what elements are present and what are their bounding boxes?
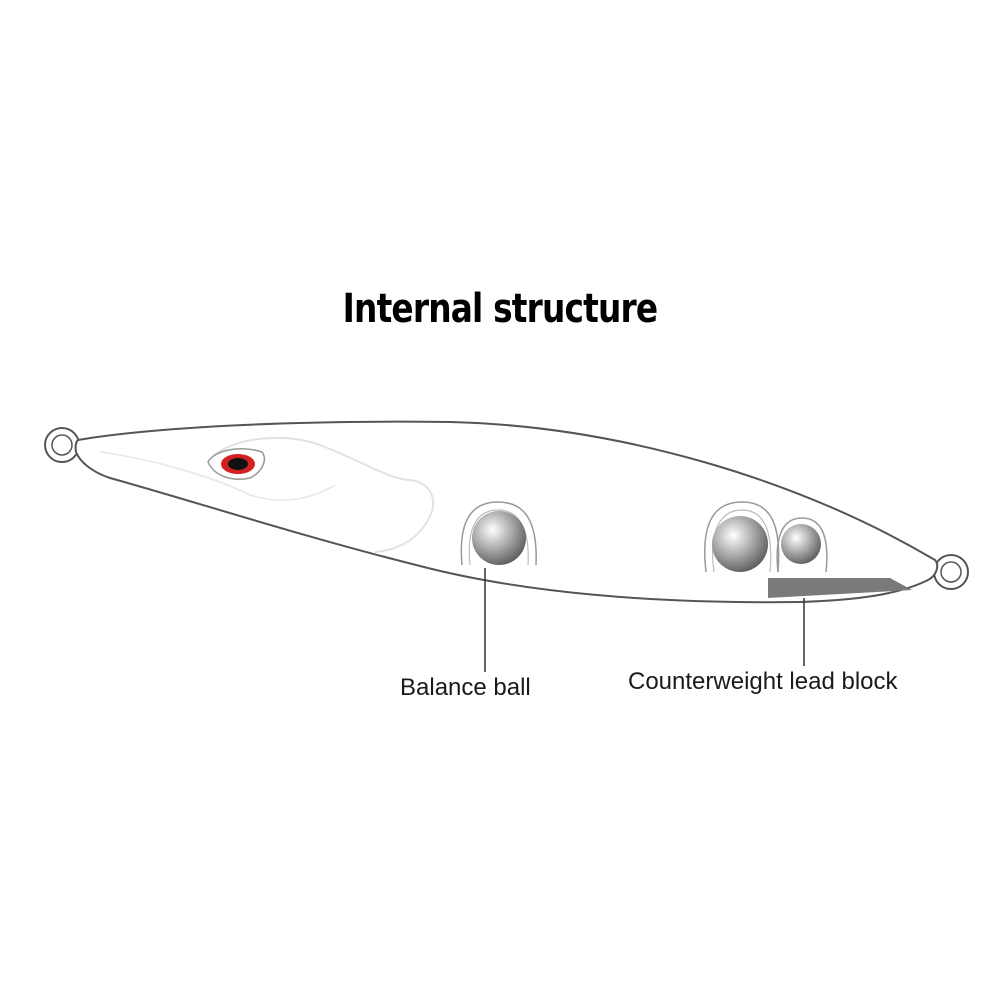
diagram-title: Internal structure (342, 286, 658, 332)
head-gill-line (209, 436, 435, 553)
balance-ball-left (460, 501, 537, 566)
counterweight-lead-block (768, 578, 912, 598)
balance-ball-right-small (776, 517, 828, 573)
counterweight-label: Counterweight lead block (628, 668, 898, 695)
balance-ball-label: Balance ball (400, 674, 531, 701)
rear-eyelet (933, 554, 969, 590)
balance-ball-right-large (704, 501, 780, 573)
head-lateral-line (99, 451, 336, 501)
eye-icon (207, 448, 266, 480)
lure-body (74, 420, 939, 604)
front-eyelet (44, 427, 80, 463)
